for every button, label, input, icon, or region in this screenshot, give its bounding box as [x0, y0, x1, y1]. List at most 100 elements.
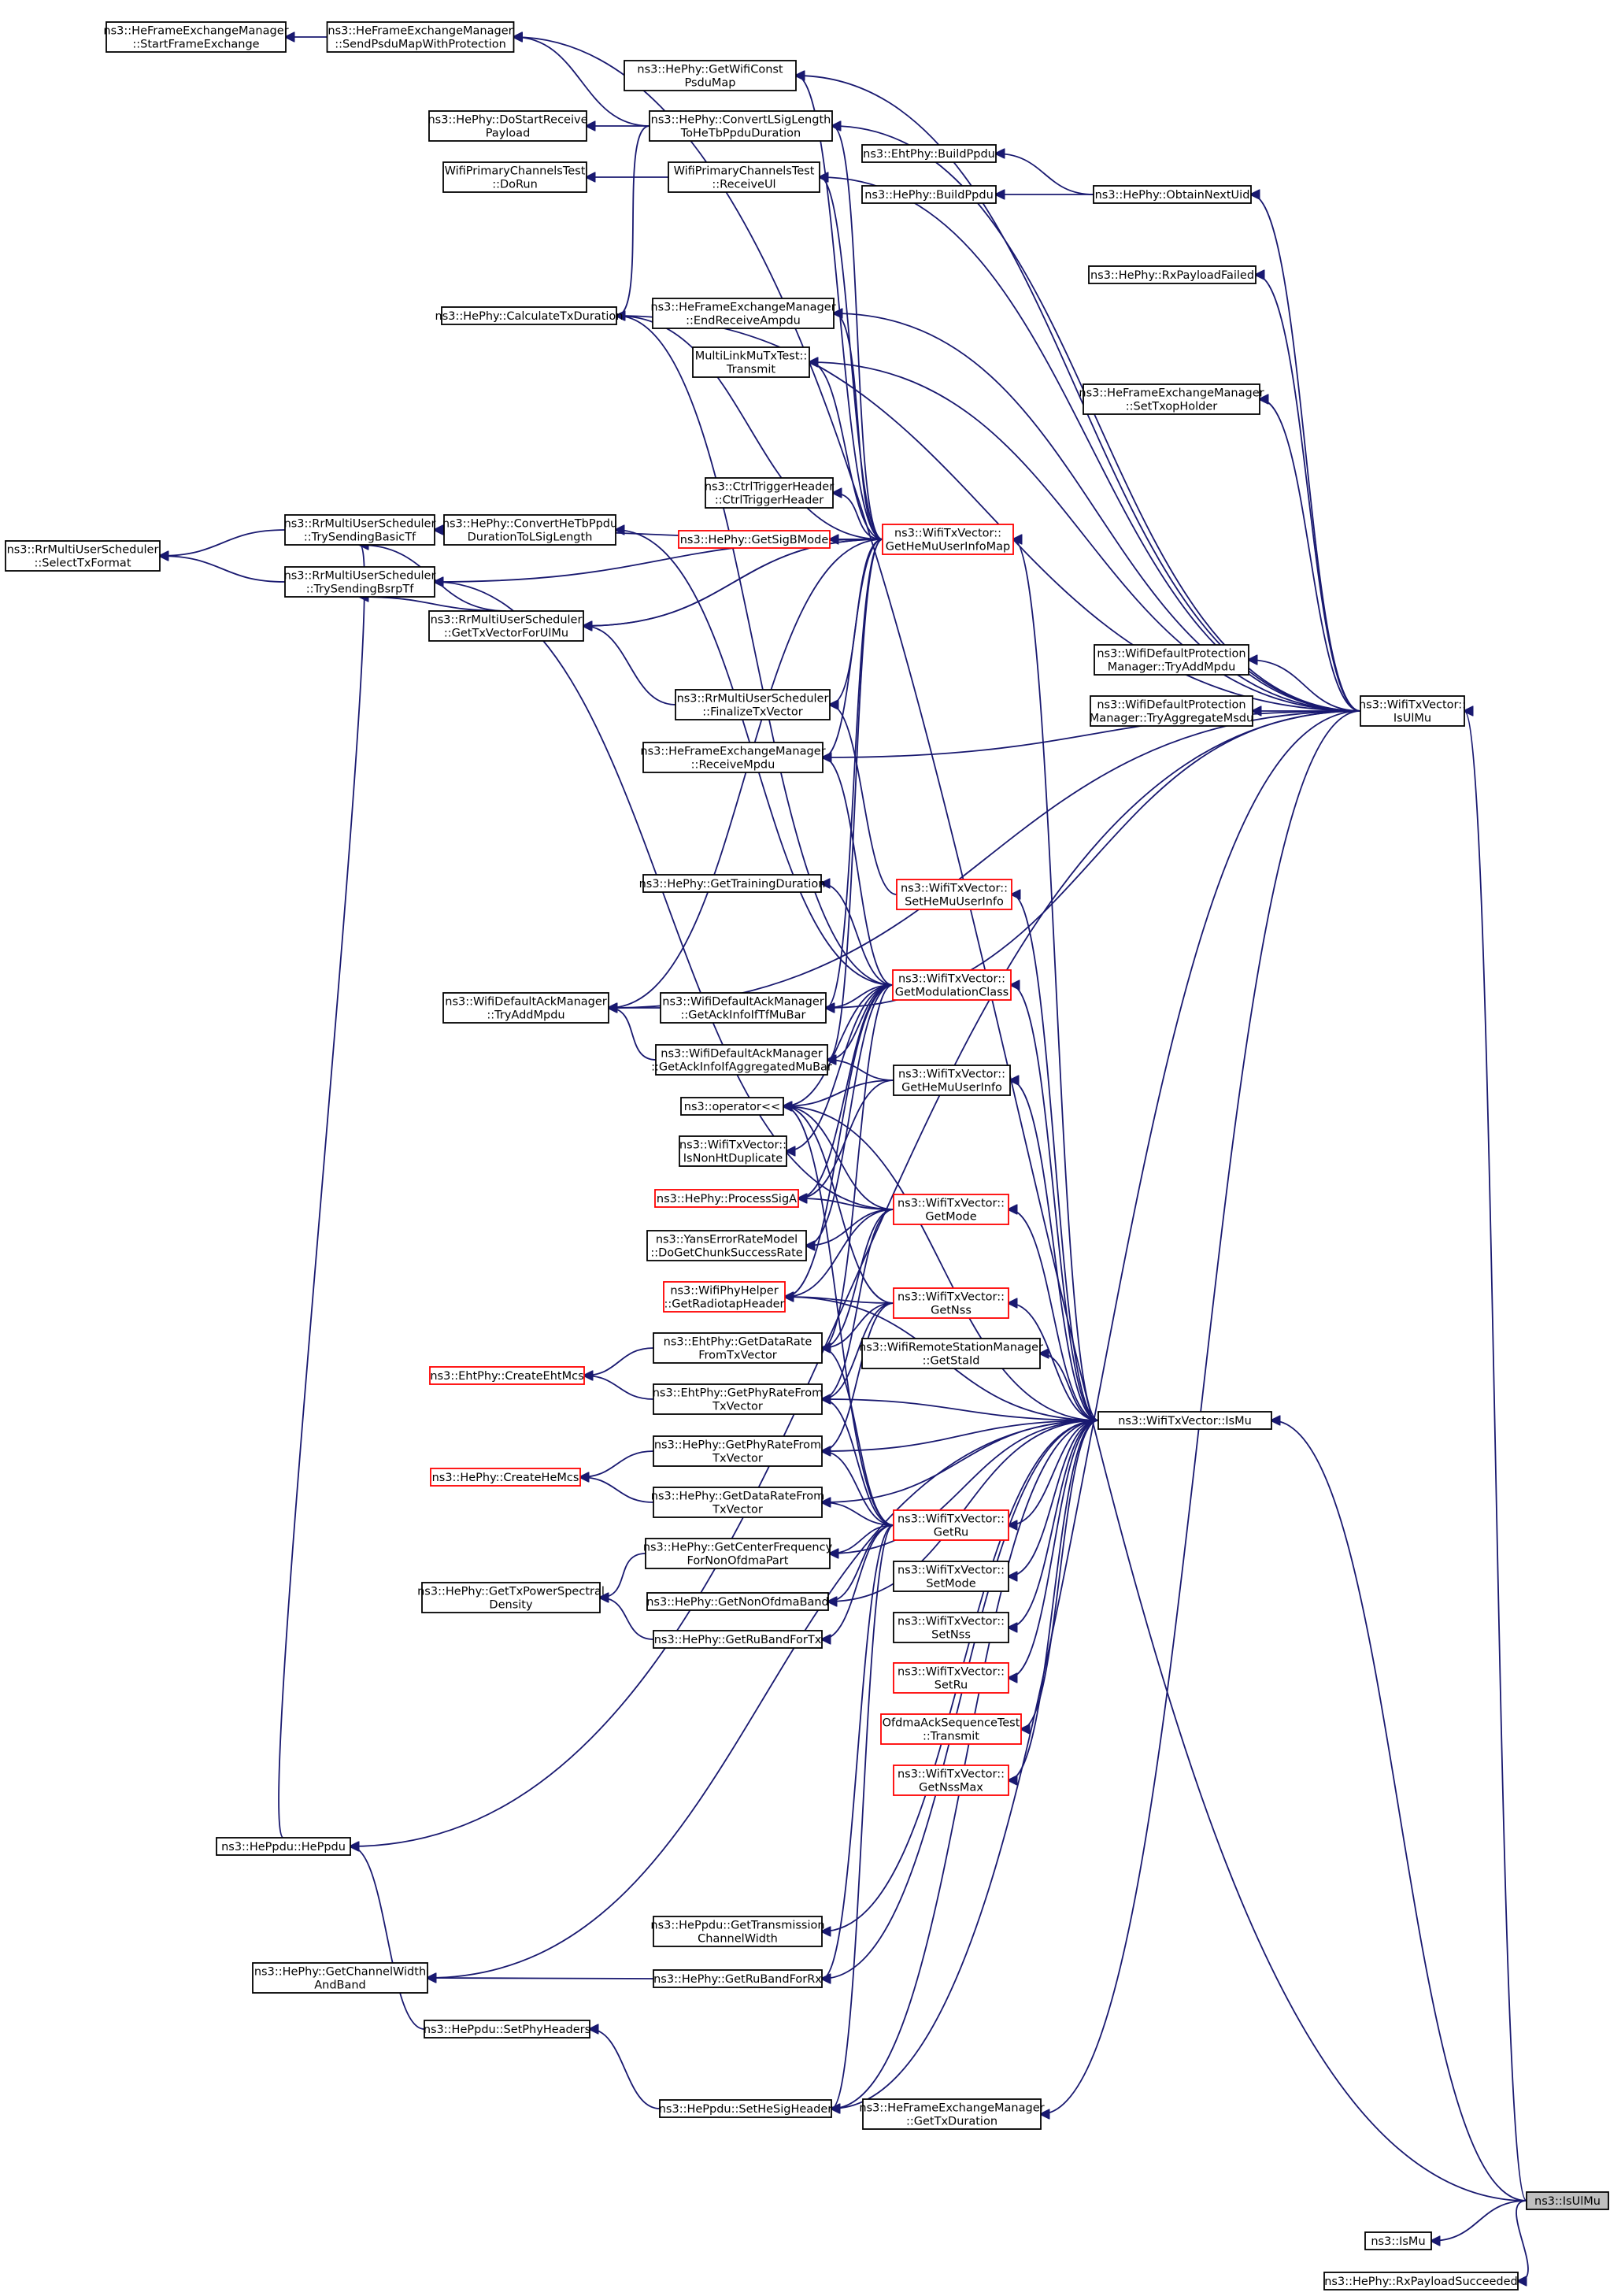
- node-getnonofdmaband[interactable]: ns3::HePhy::GetNonOfdmaBand: [646, 1592, 829, 1611]
- node-convertlsig[interactable]: ns3::HePhy::ConvertLSigLengthToHeTbPpduD…: [649, 110, 833, 142]
- node-getstaid[interactable]: ns3::WifiRemoteStationManager::GetStaId: [859, 1338, 1043, 1369]
- node-getmodulationclass[interactable]: ns3::WifiTxVector::GetModulationClass: [892, 969, 1012, 1001]
- node-createhemcs[interactable]: ns3::HePhy::CreateHeMcs: [430, 1468, 581, 1487]
- node-box: [442, 992, 609, 1024]
- node-isnonhtduplicate[interactable]: ns3::WifiTxVector::IsNonHtDuplicate: [679, 1135, 787, 1167]
- node-convertheppdu[interactable]: ns3::HePhy::ConvertHeTbPpduDurationToLSi…: [442, 514, 617, 546]
- node-label: ns3::RrMultiUserScheduler: [7, 544, 159, 557]
- node-getackinfoagg[interactable]: ns3::WifiDefaultAckManager::GetAckInfoIf…: [651, 1044, 832, 1076]
- node-trysendingbsrptf[interactable]: ns3::RrMultiUserScheduler::TrySendingBsr…: [284, 566, 436, 598]
- node-sethesigheader[interactable]: ns3::HePpdu::SetHeSigHeader: [659, 2099, 833, 2118]
- node-calctxduration[interactable]: ns3::HePhy::CalculateTxDuration: [435, 306, 624, 325]
- node-wpcreceiveul[interactable]: WifiPrimaryChannelsTest::ReceiveUl: [668, 161, 820, 193]
- node-box: [861, 144, 997, 163]
- call-edge: [822, 1420, 1099, 1451]
- node-label: ns3::WifiTxVector::: [894, 528, 1001, 540]
- node-getcenterfreq[interactable]: ns3::HePhy::GetCenterFrequencyForNonOfdm…: [643, 1538, 833, 1569]
- node-getackinfotf[interactable]: ns3::WifiDefaultAckManager::GetAckInfoIf…: [660, 992, 827, 1024]
- node-processsiga[interactable]: ns3::HePhy::ProcessSigA: [654, 1189, 799, 1208]
- node-sendpsdu[interactable]: ns3::HeFrameExchangeManager::SendPsduMap…: [326, 21, 515, 53]
- node-getnss[interactable]: ns3::WifiTxVector::GetNss: [893, 1287, 1009, 1319]
- node-setru[interactable]: ns3::WifiTxVector::SetRu: [893, 1662, 1009, 1694]
- node-getrubandfortx[interactable]: ns3::HePhy::GetRuBandForTx: [653, 1630, 823, 1649]
- call-edge: [785, 1209, 894, 1297]
- node-isulmu[interactable]: ns3::WifiTxVector::IsUlMu: [1359, 695, 1466, 727]
- node-gettrainingduration[interactable]: ns3::HePhy::GetTrainingDuration: [639, 874, 826, 893]
- node-obtainnextuid[interactable]: ns3::HePhy::ObtainNextUid: [1093, 185, 1252, 204]
- node-tryaggregatemsdu[interactable]: ns3::WifiDefaultProtectionManager::TryAg…: [1090, 695, 1253, 727]
- node-setheuserinfo[interactable]: ns3::WifiTxVector::SetHeMuUserInfo: [896, 879, 1012, 910]
- call-edge: [783, 1106, 894, 1210]
- node-rxpayloadsucceeded[interactable]: ns3::HePhy::RxPayloadSucceeded: [1323, 2272, 1519, 2290]
- node-label: WifiPrimaryChannelsTest: [445, 165, 586, 178]
- node-hebuildppdu[interactable]: ns3::HePhy::BuildPpdu: [861, 185, 997, 204]
- node-finalizetxvector[interactable]: ns3::RrMultiUserScheduler::FinalizeTxVec…: [675, 689, 831, 720]
- node-wpcdorun[interactable]: WifiPrimaryChannelsTest::DoRun: [442, 161, 587, 193]
- node-heppdu[interactable]: ns3::HePpdu::HePpdu: [216, 1837, 351, 1856]
- node-box: [441, 306, 617, 325]
- node-getmode[interactable]: ns3::WifiTxVector::GetMode: [893, 1194, 1009, 1225]
- call-edge: [822, 1451, 894, 1526]
- node-box: [326, 21, 515, 53]
- node-ismu[interactable]: ns3::WifiTxVector::IsMu: [1097, 1411, 1272, 1430]
- node-label: ns3::HePhy::GetTxPowerSpectral: [417, 1586, 605, 1598]
- node-setmode[interactable]: ns3::WifiTxVector::SetMode: [893, 1561, 1009, 1592]
- call-edge: [823, 757, 894, 986]
- node-tryaddmpdu_prot[interactable]: ns3::WifiDefaultProtectionManager::TryAd…: [1094, 644, 1249, 676]
- node-getnssmax[interactable]: ns3::WifiTxVector::GetNssMax: [893, 1765, 1009, 1796]
- node-rxpayloadfailed[interactable]: ns3::HePhy::RxPayloadFailed: [1088, 265, 1257, 284]
- call-edge: [809, 362, 883, 540]
- node-box: [430, 1468, 581, 1487]
- node-multilinktransmit[interactable]: MultiLinkMuTxTest::Transmit: [692, 346, 810, 378]
- node-ns3isulmu[interactable]: ns3::IsUlMu: [1526, 2191, 1609, 2210]
- node-ehtbuildppdu[interactable]: ns3::EhtPhy::BuildPpdu: [861, 144, 997, 163]
- node-label: ns3::WifiPhyHelper: [670, 1285, 778, 1298]
- node-gettxduration[interactable]: ns3::HeFrameExchangeManager::GetTxDurati…: [859, 2098, 1045, 2130]
- node-setphyheaders[interactable]: ns3::HePpdu::SetPhyHeaders: [424, 2020, 590, 2039]
- node-settxopholder[interactable]: ns3::HeFrameExchangeManager::SetTxopHold…: [1079, 383, 1264, 415]
- node-getsigbmode[interactable]: ns3::HePhy::GetSigBMode: [678, 530, 831, 549]
- node-box: [653, 1332, 823, 1364]
- node-yanserror[interactable]: ns3::YansErrorRateModel::DoGetChunkSucce…: [646, 1230, 807, 1261]
- node-label: ns3::WifiRemoteStationManager: [859, 1342, 1043, 1354]
- call-edge: [821, 883, 894, 986]
- node-box: [653, 1969, 823, 1988]
- node-radiotap[interactable]: ns3::WifiPhyHelper::GetRadiotapHeader: [663, 1281, 786, 1313]
- node-ns3ismu[interactable]: ns3::IsMu: [1364, 2231, 1432, 2250]
- node-box: [893, 1194, 1009, 1225]
- node-tryaddmpdu_ack[interactable]: ns3::WifiDefaultAckManager::TryAddMpdu: [442, 992, 609, 1024]
- node-createehtmcs[interactable]: ns3::EhtPhy::CreateEhtMcs: [429, 1366, 585, 1385]
- call-edge: [830, 705, 898, 895]
- node-box: [5, 540, 161, 572]
- node-endreceiveampdu[interactable]: ns3::HeFrameExchangeManager::EndReceiveA…: [650, 298, 836, 329]
- call-edge: [590, 2029, 661, 2109]
- node-gettxvectorforulmu[interactable]: ns3::RrMultiUserScheduler::GetTxVectorFo…: [428, 610, 584, 642]
- call-edge: [831, 1420, 1099, 2109]
- node-selecttxformat[interactable]: ns3::RrMultiUserScheduler::SelectTxForma…: [5, 540, 161, 572]
- node-startframe[interactable]: ns3::HeFrameExchangeManager::StartFrameE…: [103, 21, 289, 53]
- node-label: ns3::WifiTxVector::: [898, 973, 1005, 986]
- node-ofdmaack[interactable]: OfdmaAckSequenceTest::Transmit: [880, 1713, 1022, 1745]
- node-label: WifiPrimaryChannelsTest: [674, 165, 815, 178]
- node-getheumuserinfomap[interactable]: ns3::WifiTxVector::GetHeMuUserInfoMap: [882, 524, 1014, 555]
- node-receivempdu[interactable]: ns3::HeFrameExchangeManager::ReceiveMpdu: [640, 742, 826, 773]
- node-label: GetMode: [925, 1211, 976, 1224]
- node-setnss[interactable]: ns3::WifiTxVector::SetNss: [893, 1612, 1009, 1643]
- node-label: ns3::EhtPhy::GetDataRate: [664, 1336, 812, 1349]
- node-getheuserinfo[interactable]: ns3::WifiTxVector::GetHeMuUserInfo: [893, 1065, 1011, 1096]
- node-ctrltrigger[interactable]: ns3::CtrlTriggerHeader::CtrlTriggerHeade…: [705, 477, 834, 509]
- node-getrubandforrx[interactable]: ns3::HePhy::GetRuBandForRx: [653, 1969, 823, 1988]
- node-operator[interactable]: ns3::operator<<: [680, 1097, 784, 1116]
- node-getru[interactable]: ns3::WifiTxVector::GetRu: [893, 1509, 1009, 1541]
- node-label: GetHeMuUserInfo: [901, 1082, 1002, 1094]
- node-trysendingbasictf[interactable]: ns3::RrMultiUserScheduler::TrySendingBas…: [284, 514, 436, 546]
